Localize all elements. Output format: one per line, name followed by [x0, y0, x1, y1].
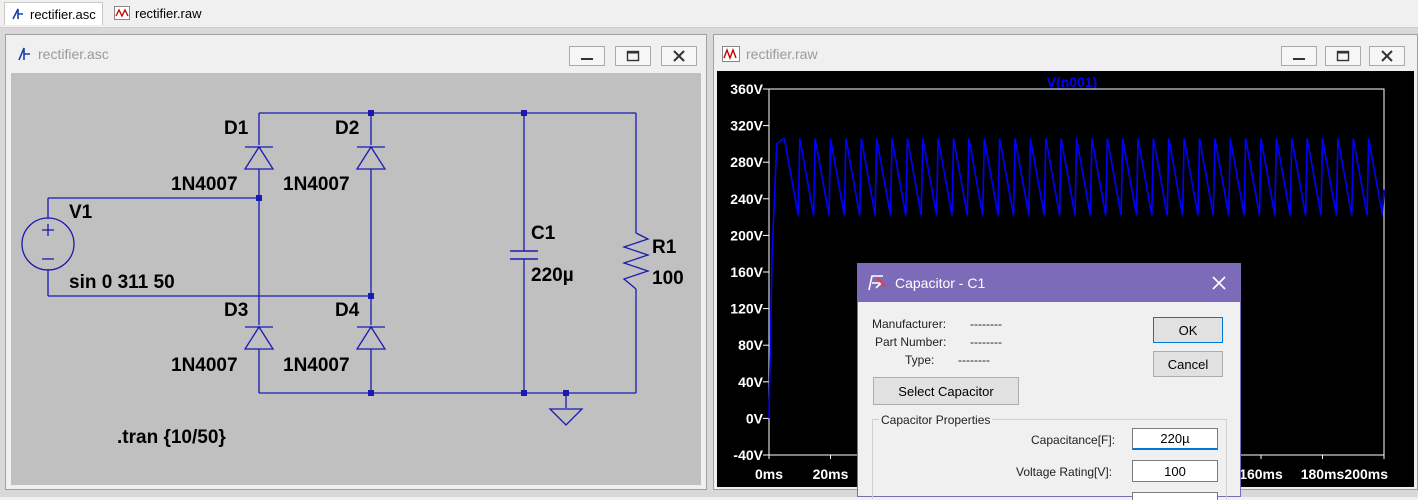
minimize-button[interactable] [1281, 46, 1317, 66]
capacitor-properties-group [872, 419, 1227, 499]
ground-icon[interactable] [548, 408, 584, 426]
tab-label: rectifier.raw [135, 5, 202, 21]
group-label: Capacitor Properties [879, 413, 993, 427]
tab-rectifier-raw[interactable]: rectifier.raw [108, 2, 207, 24]
schematic-canvas[interactable]: D1 D2 1N4007 1N4007 V1 sin 0 311 50 D3 D… [11, 73, 701, 485]
part-number-value: -------- [970, 335, 1002, 349]
diode-d3[interactable] [243, 325, 275, 350]
label-d4-model: 1N4007 [283, 355, 350, 376]
maximize-button[interactable] [615, 46, 651, 66]
manufacturer-label: Manufacturer: [872, 317, 947, 331]
x-tick-label: 160ms [1239, 466, 1283, 482]
maximize-icon [626, 50, 640, 62]
y-tick-label: 280V [730, 154, 763, 170]
schematic-window[interactable]: rectifier.asc [5, 34, 707, 490]
diode-d1[interactable] [243, 145, 275, 170]
label-c1-value: 220µ [531, 265, 574, 286]
part-number-label: Part Number: [875, 335, 947, 349]
voltage-source-v1[interactable] [21, 217, 75, 271]
label-v1-value: sin 0 311 50 [69, 272, 175, 293]
y-tick-label: 0V [746, 410, 764, 426]
window-title: rectifier.asc [38, 46, 109, 62]
capacitor-c1[interactable] [510, 250, 538, 260]
label-r1-value: 100 [652, 268, 684, 289]
ok-button[interactable]: OK [1153, 317, 1223, 343]
y-tick-label: 80V [738, 337, 764, 353]
close-button[interactable] [661, 46, 697, 66]
capacitor-dialog[interactable]: Capacitor - C1 Manufacturer: -------- Pa… [857, 263, 1241, 500]
y-tick-label: -40V [733, 447, 763, 463]
capacitance-label: Capacitance[F]: [1031, 433, 1116, 447]
close-button[interactable] [1369, 46, 1405, 66]
y-tick-label: 240V [730, 191, 763, 207]
trace-v-n001 [768, 137, 1385, 419]
wires [47, 112, 637, 408]
close-icon[interactable] [1212, 276, 1226, 290]
y-tick-label: 160V [730, 264, 763, 280]
next-property-input[interactable] [1132, 492, 1218, 500]
minimize-icon [581, 58, 593, 60]
maximize-button[interactable] [1325, 46, 1361, 66]
y-axis: 360V 320V 280V 240V 200V 160V 120V 80V 40V 0V -40V [730, 81, 769, 463]
junction-dots [256, 110, 569, 396]
window-title: rectifier.raw [746, 46, 818, 62]
y-tick-label: 120V [730, 301, 763, 317]
diode-d2[interactable] [355, 145, 387, 170]
schematic-icon [12, 8, 23, 20]
label-r1: R1 [652, 237, 677, 258]
voltage-rating-label: Voltage Rating[V]: [1016, 465, 1113, 479]
dialog-title-bar[interactable]: Capacitor - C1 [858, 264, 1240, 302]
document-tab-strip: rectifier.asc rectifier.raw [0, 0, 1418, 28]
capacitance-input[interactable]: 220µ [1132, 428, 1218, 450]
label-d2-model: 1N4007 [283, 174, 350, 195]
dialog-title: Capacitor - C1 [895, 275, 986, 291]
tab-rectifier-asc[interactable]: rectifier.asc [4, 2, 103, 25]
waveform-icon [114, 6, 130, 20]
label-c1: C1 [531, 223, 556, 244]
close-icon [1381, 50, 1393, 62]
y-tick-label: 360V [730, 81, 763, 97]
type-value: -------- [958, 353, 990, 367]
y-tick-label: 200V [730, 227, 763, 243]
waveform-icon [722, 46, 740, 62]
cancel-button[interactable]: Cancel [1153, 351, 1223, 377]
spice-directive[interactable]: .tran {10/50} [117, 427, 226, 448]
x-tick-label: 200ms [1344, 466, 1388, 482]
minimize-icon [1293, 58, 1305, 60]
x-tick-label: 0ms [755, 466, 783, 482]
x-tick-label: 180ms [1301, 466, 1345, 482]
y-tick-label: 40V [738, 374, 764, 390]
label-d1-model: 1N4007 [171, 174, 238, 195]
label-d3-model: 1N4007 [171, 355, 238, 376]
schematic-title-bar[interactable]: rectifier.asc [6, 35, 706, 73]
diode-d4[interactable] [355, 325, 387, 350]
label-d4: D4 [335, 300, 360, 321]
close-icon [673, 50, 685, 62]
schematic-icon [18, 47, 30, 61]
label-v1: V1 [69, 202, 93, 223]
select-capacitor-button[interactable]: Select Capacitor [873, 377, 1019, 405]
waveform-title-bar[interactable]: rectifier.raw [714, 35, 1417, 73]
maximize-icon [1336, 50, 1350, 62]
x-tick-label: 20ms [813, 466, 849, 482]
voltage-rating-input[interactable]: 100 [1132, 460, 1218, 482]
resistor-r1[interactable] [621, 232, 651, 290]
minimize-button[interactable] [569, 46, 605, 66]
manufacturer-value: -------- [970, 317, 1002, 331]
trace-name-label[interactable]: V(n001) [1047, 74, 1098, 90]
ltspice-icon [868, 275, 886, 291]
label-d1: D1 [224, 118, 249, 139]
label-d3: D3 [224, 300, 248, 321]
y-tick-label: 320V [730, 118, 763, 134]
tab-label: rectifier.asc [30, 6, 96, 22]
type-label: Type: [905, 353, 935, 367]
label-d2: D2 [335, 118, 359, 139]
